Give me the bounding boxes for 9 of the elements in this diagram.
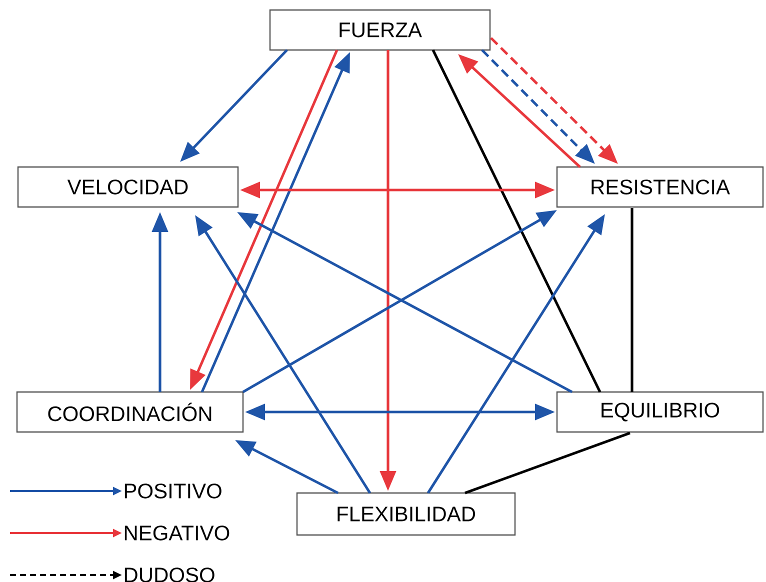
legend-label: NEGATIVO	[124, 526, 230, 540]
concept-box: COORDINACIÓN	[16, 391, 244, 433]
concept-box: EQUILIBRIO	[556, 391, 764, 433]
legend-label: POSITIVO	[124, 484, 222, 498]
concept-box: FUERZA	[269, 9, 491, 51]
concept-box: RESISTENCIA	[556, 166, 764, 208]
legend-label: DUDOSO	[124, 568, 214, 582]
concept-box: VELOCIDAD	[17, 166, 239, 208]
concept-box: FLEXIBILIDAD	[296, 492, 516, 536]
